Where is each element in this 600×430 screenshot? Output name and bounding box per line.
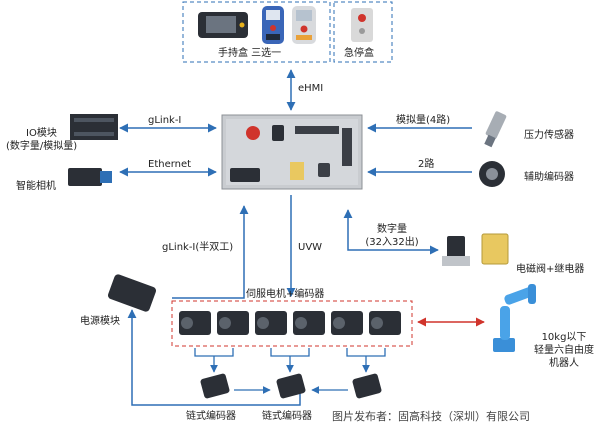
two-ch-label: 2路 [418,159,435,170]
estop-box-device [351,8,373,42]
teach-pendant-2 [262,6,284,44]
watermark-text: 图片发布者：固高科技（深圳）有限公司 [332,410,530,423]
camera-label: 智能相机 [16,181,56,192]
ehmi-label: eHMI [298,83,324,94]
motion-controller [221,114,363,190]
valve-relay-device [442,233,509,266]
analog-label: 模拟量(4路) [396,115,451,126]
digital-io-arrow [343,209,439,255]
servo-group-title: 伺服电机+编码器 [246,289,325,300]
pressure-sensor-label: 压力传感器 [524,130,574,141]
valve-relay-label: 电磁阀+继电器 [516,264,585,275]
io-module-label-1: IO模块 [26,128,57,139]
pendants-label: 手持盒 三选一 [218,48,282,59]
smart-camera-device [68,168,112,186]
pressure-sensor-device [484,111,507,148]
robot-label-2: 轻量六自由度 [534,345,594,356]
glink-half-label: gLink-I(半双工) [162,242,234,253]
glink-half-arrow [127,309,301,406]
ethernet-label: Ethernet [148,159,192,170]
aux-encoder-device [479,161,505,187]
power-module-device [108,274,156,312]
chain-encoders [200,373,382,399]
estop-group-box [333,1,393,63]
uvw-label: UVW [298,242,323,253]
teach-pendant-1 [198,12,248,38]
encoder-middle-label: 链式编码器 [262,411,312,422]
encoder-left-label: 链式编码器 [186,411,236,422]
digital-label-1: 数字量 [377,224,407,235]
estop-label: 急停盒 [344,48,374,59]
io-module-label-2: (数字量/模拟量) [6,141,78,152]
io-module-device [70,114,118,140]
robot-arm-device [493,284,536,352]
pendant-group-box [182,1,331,63]
robot-label-1: 10kg以下 [541,332,587,343]
servo-group-box [171,300,413,347]
glink-half-arrow-upper [172,205,249,299]
servo-motors [179,311,401,335]
teach-pendant-3 [292,6,316,44]
digital-label-2: (32入32出) [365,237,419,248]
glink-label: gLink-I [148,115,182,126]
aux-encoder-label: 辅助编码器 [524,172,574,183]
robot-label-3: 机器人 [549,358,579,369]
encoder-brackets [194,348,386,394]
power-module-label: 电源模块 [80,316,120,327]
